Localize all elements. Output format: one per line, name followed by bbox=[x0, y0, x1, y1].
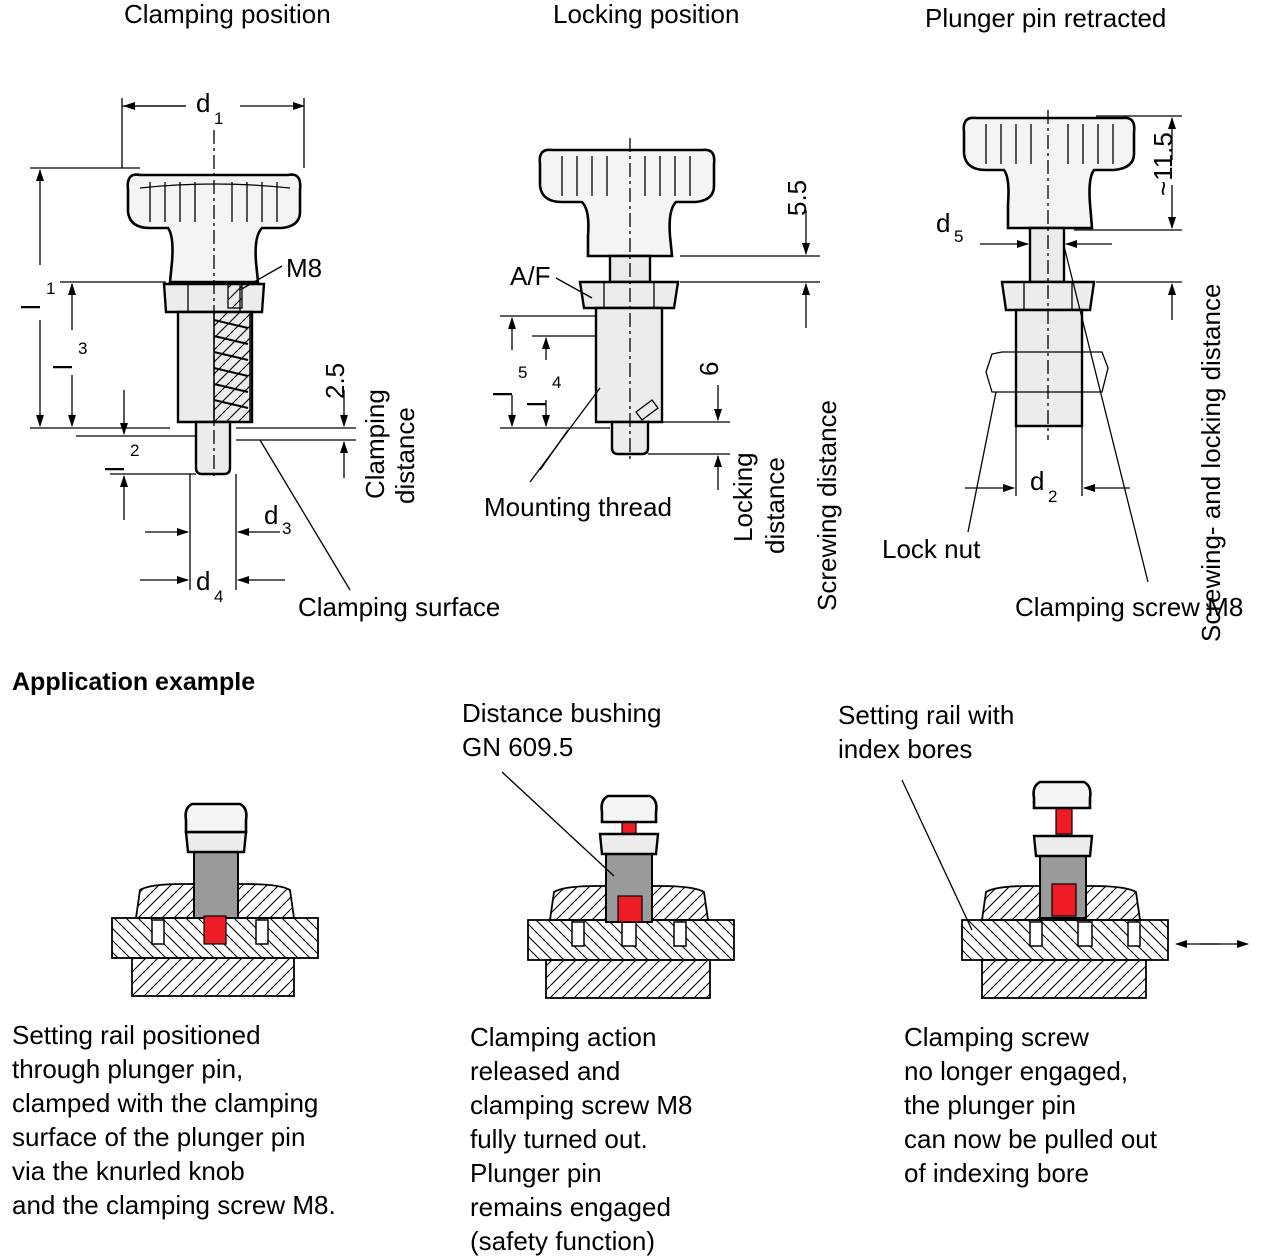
dim-l5: l bbox=[488, 391, 518, 397]
locking-position-view: Locking position 5.5 Screwing distance A… bbox=[484, 0, 842, 611]
clamping-screw-label: Clamping screw M8 bbox=[1015, 592, 1243, 622]
application-heading: Application example bbox=[12, 668, 255, 696]
svg-text:1: 1 bbox=[214, 109, 223, 128]
dim-5-5: 5.5 bbox=[782, 180, 812, 216]
screwing-locking-distance-label: Screwing- and locking distance bbox=[1196, 284, 1226, 642]
svg-text:5: 5 bbox=[954, 227, 963, 246]
clamping-distance-label-2: distance bbox=[390, 407, 420, 504]
locking-distance-label-1: Locking bbox=[728, 452, 758, 542]
application-example-2: Distance bushing GN 609.5 bbox=[462, 698, 735, 999]
locking-position-title: Locking position bbox=[553, 0, 739, 29]
clamping-distance-label-1: Clamping bbox=[360, 389, 390, 499]
dim-2-5: 2.5 bbox=[320, 363, 350, 399]
lock-nut-label: Lock nut bbox=[882, 534, 981, 564]
knurled-knob-2 bbox=[538, 148, 716, 258]
svg-text:5: 5 bbox=[518, 363, 527, 382]
retracted-view: Plunger pin retracted ~11.5 Screwing- an… bbox=[882, 3, 1243, 642]
lock-nut-2 bbox=[578, 280, 680, 310]
dim-d1: d bbox=[196, 88, 210, 118]
svg-text:4: 4 bbox=[214, 587, 223, 606]
spring-section bbox=[213, 281, 251, 423]
svg-text:2: 2 bbox=[1048, 487, 1057, 506]
highlight-pin-1 bbox=[203, 915, 227, 945]
caption-3: Clamping screw no longer engaged, the pl… bbox=[904, 1022, 1157, 1188]
caption-1: Setting rail positioned through plunger … bbox=[12, 1020, 336, 1220]
clamping-surface-label: Clamping surface bbox=[298, 592, 500, 622]
setting-rail-label-2: index bores bbox=[838, 734, 972, 764]
label-m8: M8 bbox=[286, 253, 322, 283]
locking-distance-label-2: distance bbox=[760, 457, 790, 554]
dim-d2: d bbox=[1030, 466, 1044, 496]
dim-11-5: ~11.5 bbox=[1148, 132, 1178, 196]
dim-6: 6 bbox=[694, 362, 724, 376]
clamping-position-view: Clamping position d 1 bbox=[16, 0, 500, 622]
svg-text:1: 1 bbox=[46, 279, 55, 298]
highlight-pin-2 bbox=[617, 895, 643, 923]
label-af: A/F bbox=[510, 261, 550, 291]
dim-d4: d bbox=[196, 566, 210, 596]
screwing-distance-label: Screwing distance bbox=[812, 400, 842, 611]
caption-2: Clamping action released and clamping sc… bbox=[470, 1022, 693, 1256]
dim-l4: l bbox=[522, 401, 552, 407]
distance-bushing-label-1: Distance bushing bbox=[462, 698, 661, 728]
svg-text:2: 2 bbox=[130, 441, 139, 460]
dim-l1: l bbox=[16, 304, 46, 310]
application-example-1 bbox=[111, 802, 319, 997]
distance-bushing-label-2: GN 609.5 bbox=[462, 732, 573, 762]
plunger-pin bbox=[194, 420, 232, 476]
setting-rail-label-1: Setting rail with bbox=[838, 700, 1014, 730]
mounting-thread-label: Mounting thread bbox=[484, 492, 672, 522]
svg-text:4: 4 bbox=[552, 373, 561, 392]
clamping-position-title: Clamping position bbox=[124, 0, 331, 29]
dim-l3: l bbox=[48, 364, 78, 370]
dim-l2: l bbox=[100, 466, 130, 472]
knurled-knob-3 bbox=[962, 116, 1136, 230]
svg-text:3: 3 bbox=[78, 339, 87, 358]
highlight-pin-3 bbox=[1051, 883, 1077, 917]
retracted-title: Plunger pin retracted bbox=[925, 3, 1166, 33]
dim-d3: d bbox=[264, 500, 278, 530]
dim-d5: d bbox=[936, 208, 950, 238]
svg-text:3: 3 bbox=[282, 519, 291, 538]
threaded-body-2 bbox=[594, 306, 664, 424]
application-example-3: Setting rail with index bores bbox=[838, 700, 1249, 999]
knurled-knob bbox=[126, 173, 302, 284]
